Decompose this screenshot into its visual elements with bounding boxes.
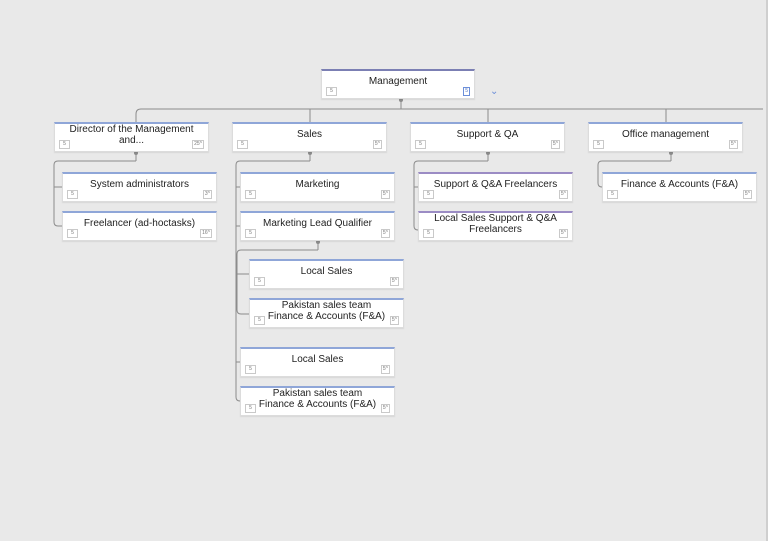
- node-title: Pakistan sales team Finance & Accounts (…: [267, 299, 386, 322]
- node-title: Office management: [621, 129, 710, 140]
- node-title: Sales: [296, 129, 322, 140]
- node-system-administrators[interactable]: System administrators 5 3^: [62, 172, 217, 202]
- node-director[interactable]: Director of the Management and... 5 25^: [54, 122, 209, 152]
- node-title: Local Sales Support & Q&A Freelancers: [434, 212, 557, 235]
- node-count-badge: 5: [607, 190, 618, 199]
- node-local-sales[interactable]: Local Sales 5 5^: [240, 347, 395, 377]
- node-support-qa[interactable]: Support & QA 5 5^: [410, 122, 565, 152]
- node-count-badge: 5: [326, 87, 337, 96]
- node-count-badge: 5: [245, 190, 256, 199]
- node-title: Freelancer (ad-hoctasks): [83, 218, 196, 229]
- node-title: Marketing: [295, 179, 340, 190]
- node-count-badge: 5: [415, 140, 426, 149]
- connector-line: [135, 108, 763, 122]
- node-local-sales-support-qa-freelancers[interactable]: Local Sales Support & Q&A Freelancers 5 …: [418, 211, 573, 241]
- node-management[interactable]: Management 5 5: [321, 69, 475, 99]
- node-title: Director of the Management and...: [69, 123, 194, 146]
- node-title: Support & Q&A Freelancers: [433, 179, 558, 190]
- node-pakistan-sales-team[interactable]: Pakistan sales team Finance & Accounts (…: [240, 386, 395, 416]
- node-count-badge: 5: [245, 365, 256, 374]
- node-reports-badge[interactable]: 5^: [372, 140, 382, 149]
- node-count-badge: 5: [593, 140, 604, 149]
- node-reports-badge[interactable]: 5^: [380, 365, 390, 374]
- node-reports-badge[interactable]: 5^: [728, 140, 738, 149]
- node-reports-badge[interactable]: 5: [463, 87, 470, 96]
- node-finance-accounts[interactable]: Finance & Accounts (F&A) 5 5^: [602, 172, 757, 202]
- node-reports-badge[interactable]: 5^: [389, 316, 399, 325]
- node-title: Marketing Lead Qualifier: [263, 218, 372, 229]
- node-title: Finance & Accounts (F&A): [620, 179, 739, 190]
- node-reports-badge[interactable]: 5^: [389, 277, 399, 286]
- node-reports-badge[interactable]: 5^: [380, 229, 390, 238]
- node-office-management[interactable]: Office management 5 5^: [588, 122, 743, 152]
- node-support-qa-freelancers[interactable]: Support & Q&A Freelancers 5 5^: [418, 172, 573, 202]
- node-count-badge: 5: [59, 140, 70, 149]
- node-reports-badge[interactable]: 5^: [550, 140, 560, 149]
- node-count-badge: 5: [254, 277, 265, 286]
- node-reports-badge[interactable]: 5^: [558, 190, 568, 199]
- node-count-badge: 5: [423, 229, 434, 238]
- node-freelancer[interactable]: Freelancer (ad-hoctasks) 5 16^: [62, 211, 217, 241]
- chevron-down-icon[interactable]: ⌄: [490, 86, 499, 97]
- node-reports-badge[interactable]: 3^: [202, 190, 212, 199]
- node-count-badge: 5: [67, 229, 78, 238]
- node-pakistan-sales-team[interactable]: Pakistan sales team Finance & Accounts (…: [249, 298, 404, 328]
- node-reports-badge[interactable]: 5^: [380, 190, 390, 199]
- node-count-badge: 5: [254, 316, 265, 325]
- node-title: Local Sales: [300, 266, 353, 277]
- node-marketing-lead-qualifier[interactable]: Marketing Lead Qualifier 5 5^: [240, 211, 395, 241]
- node-count-badge: 5: [237, 140, 248, 149]
- node-count-badge: 5: [245, 229, 256, 238]
- node-reports-badge[interactable]: 5^: [558, 229, 568, 238]
- node-marketing[interactable]: Marketing 5 5^: [240, 172, 395, 202]
- node-title: Pakistan sales team Finance & Accounts (…: [258, 387, 377, 410]
- node-count-badge: 5: [67, 190, 78, 199]
- node-reports-badge[interactable]: 5^: [380, 404, 390, 413]
- node-reports-badge[interactable]: 16^: [200, 229, 212, 238]
- node-reports-badge[interactable]: 25^: [192, 140, 204, 149]
- node-count-badge: 5: [245, 404, 256, 413]
- node-reports-badge[interactable]: 5^: [742, 190, 752, 199]
- node-title: System administrators: [90, 179, 189, 190]
- node-title: Support & QA: [456, 129, 519, 140]
- canvas-edge: [766, 0, 768, 541]
- node-sales[interactable]: Sales 5 5^: [232, 122, 387, 152]
- node-title: Local Sales: [291, 354, 344, 365]
- node-local-sales[interactable]: Local Sales 5 5^: [249, 259, 404, 289]
- node-count-badge: 5: [423, 190, 434, 199]
- node-title: Management: [368, 76, 428, 87]
